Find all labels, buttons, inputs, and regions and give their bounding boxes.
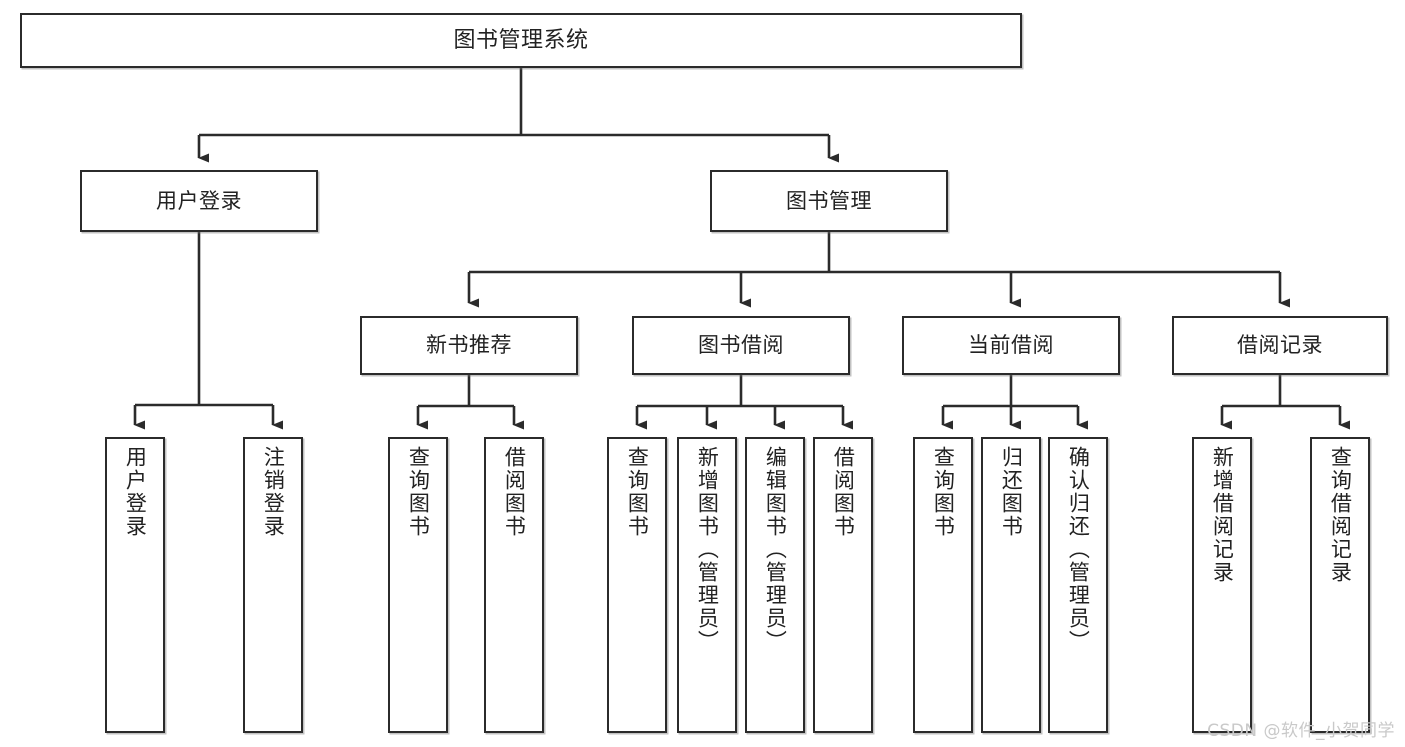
- node-current-borrow-label: 当前借阅: [968, 333, 1054, 358]
- node-leaf-logout-label: 注销登录: [261, 446, 286, 538]
- node-leaf-add-record-label: 新增借阅记录: [1210, 446, 1235, 584]
- node-leaf-logout[interactable]: 注销登录: [243, 437, 303, 733]
- edge-bookmanage-to-level3: [467, 232, 1290, 308]
- edge-currentborrow-to-leaves: [941, 375, 1088, 430]
- node-leaf-borrow-book-1[interactable]: 借阅图书: [484, 437, 544, 733]
- edge-root-to-level2: [197, 68, 839, 163]
- node-root[interactable]: 图书管理系统: [20, 13, 1022, 68]
- node-leaf-borrow-book-1-label: 借阅图书: [502, 446, 527, 538]
- node-leaf-user-login[interactable]: 用户登录: [105, 437, 165, 733]
- node-new-book-recommend[interactable]: 新书推荐: [360, 316, 578, 375]
- node-leaf-borrow-book-2[interactable]: 借阅图书: [813, 437, 873, 733]
- node-leaf-query-book-1[interactable]: 查询图书: [388, 437, 448, 733]
- node-borrow-record-label: 借阅记录: [1237, 333, 1323, 358]
- node-book-manage-label: 图书管理: [786, 188, 872, 213]
- node-leaf-query-book-2[interactable]: 查询图书: [607, 437, 667, 733]
- node-user-login[interactable]: 用户登录: [80, 170, 318, 232]
- node-leaf-edit-book-label: 编辑图书（管理员）: [763, 446, 788, 653]
- node-leaf-add-record[interactable]: 新增借阅记录: [1192, 437, 1252, 733]
- node-borrow-record[interactable]: 借阅记录: [1172, 316, 1388, 375]
- node-leaf-query-record[interactable]: 查询借阅记录: [1310, 437, 1370, 733]
- node-book-borrow-label: 图书借阅: [698, 333, 784, 358]
- node-leaf-confirm-return[interactable]: 确认归还（管理员）: [1048, 437, 1108, 733]
- node-leaf-add-book[interactable]: 新增图书（管理员）: [677, 437, 737, 733]
- edge-borrowrecord-to-leaves: [1220, 375, 1350, 430]
- node-leaf-query-book-3[interactable]: 查询图书: [913, 437, 973, 733]
- edge-userlogin-to-leaves: [133, 232, 283, 430]
- node-leaf-query-record-label: 查询借阅记录: [1328, 446, 1353, 584]
- node-user-login-label: 用户登录: [156, 188, 242, 213]
- node-leaf-borrow-book-2-label: 借阅图书: [831, 446, 856, 538]
- node-leaf-query-book-1-label: 查询图书: [406, 446, 431, 538]
- node-leaf-query-book-2-label: 查询图书: [625, 446, 650, 538]
- edge-newbook-to-leaves: [416, 375, 524, 430]
- edge-bookborrow-to-leaves: [635, 375, 853, 430]
- node-root-label: 图书管理系统: [453, 27, 589, 53]
- node-leaf-return-book-label: 归还图书: [999, 446, 1024, 538]
- node-book-manage[interactable]: 图书管理: [710, 170, 948, 232]
- node-book-borrow[interactable]: 图书借阅: [632, 316, 850, 375]
- csdn-watermark: CSDN @软件_小贺同学: [1207, 721, 1395, 741]
- node-leaf-confirm-return-label: 确认归还（管理员）: [1066, 446, 1091, 653]
- node-leaf-return-book[interactable]: 归还图书: [981, 437, 1041, 733]
- node-leaf-edit-book[interactable]: 编辑图书（管理员）: [745, 437, 805, 733]
- node-current-borrow[interactable]: 当前借阅: [902, 316, 1120, 375]
- node-leaf-query-book-3-label: 查询图书: [931, 446, 956, 538]
- node-new-book-recommend-label: 新书推荐: [426, 333, 512, 358]
- node-leaf-user-login-label: 用户登录: [123, 446, 148, 538]
- node-leaf-add-book-label: 新增图书（管理员）: [695, 446, 720, 653]
